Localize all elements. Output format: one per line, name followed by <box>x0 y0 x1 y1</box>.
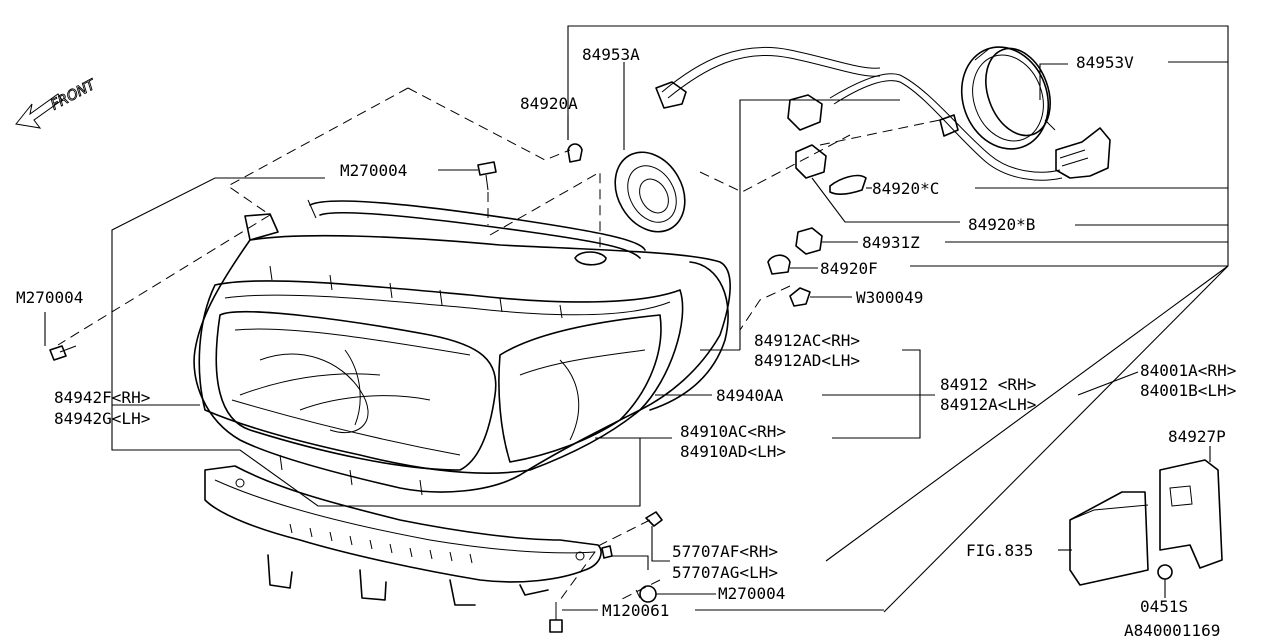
label-0451s: 0451S <box>1140 597 1188 616</box>
figure-id: A840001169 <box>1124 621 1220 640</box>
label-84953a: 84953A <box>582 45 640 64</box>
lower-bracket <box>204 465 602 606</box>
label-fig835: FIG.835 <box>966 541 1033 560</box>
label-84942f: 84942F<RH> <box>54 388 150 407</box>
label-84912: 84912 <RH> <box>940 375 1036 394</box>
label-w300049: W300049 <box>856 288 923 307</box>
reference-frame-lines <box>567 25 1229 613</box>
label-m120061: M120061 <box>602 601 669 620</box>
label-m270004-bottom: M270004 <box>718 584 785 603</box>
label-84910ad: 84910AD<LH> <box>680 442 786 461</box>
label-84910ac: 84910AC<RH> <box>680 422 786 441</box>
label-57707af: 57707AF<RH> <box>672 542 778 561</box>
part-labels: 84953A 84953V 84920A M270004 M270004 849… <box>16 45 1236 640</box>
grommet-84953a <box>614 151 686 233</box>
label-m270004-left: M270004 <box>16 288 83 307</box>
label-84931z: 84931Z <box>862 233 920 252</box>
label-84920f: 84920F <box>820 259 878 278</box>
headlamp-assembly <box>193 199 731 496</box>
assembly-dashed-lines <box>57 87 941 601</box>
label-84001a: 84001A<RH> <box>1140 361 1236 380</box>
label-84953v: 84953V <box>1076 53 1134 72</box>
label-84942g: 84942G<LH> <box>54 409 150 428</box>
label-84920c: 84920*C <box>872 179 939 198</box>
label-84001b: 84001B<LH> <box>1140 381 1236 400</box>
bulbs-and-sockets <box>567 46 1056 307</box>
leader-lines <box>44 61 1229 611</box>
label-84927p: 84927P <box>1168 427 1226 446</box>
label-84912ad: 84912AD<LH> <box>754 351 860 370</box>
label-m270004-top: M270004 <box>340 161 407 180</box>
label-84920a: 84920A <box>520 94 578 113</box>
label-57707ag: 57707AG<LH> <box>672 563 778 582</box>
label-84920b: 84920*B <box>968 215 1035 234</box>
front-arrow-icon: FRONT <box>15 76 100 129</box>
wiring-harness <box>661 46 1111 181</box>
label-84912ac: 84912AC<RH> <box>754 331 860 350</box>
label-84912a: 84912A<LH> <box>940 395 1036 414</box>
control-module <box>1069 459 1223 586</box>
svg-text:FRONT: FRONT <box>48 76 99 113</box>
label-84940aa: 84940AA <box>716 386 784 405</box>
